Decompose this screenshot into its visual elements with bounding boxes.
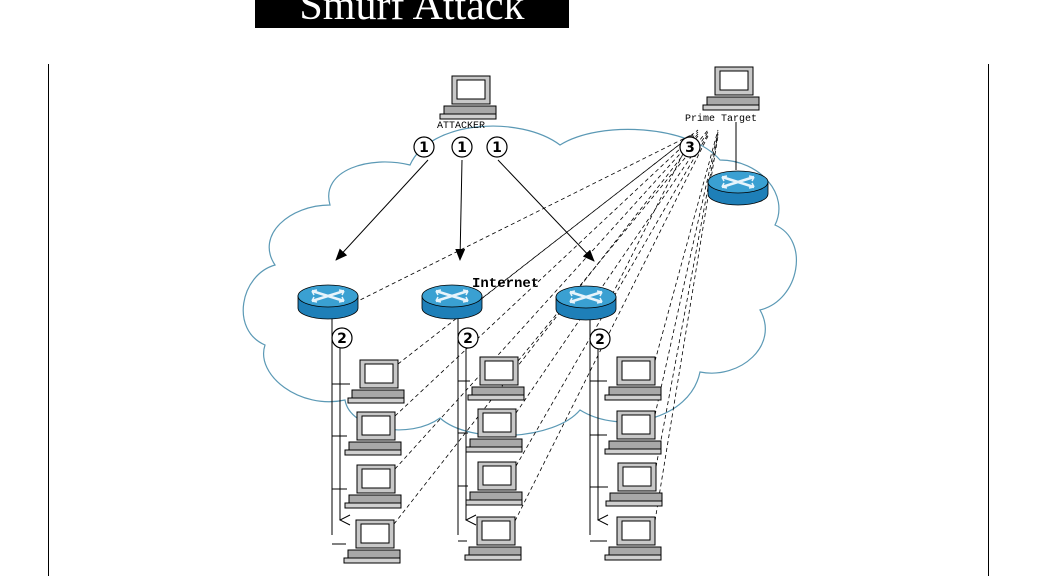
svg-text:2: 2 — [595, 332, 605, 348]
step-2-badge-2: 2 — [457, 327, 479, 349]
victim-computer-icon-2-1 — [467, 356, 525, 401]
step-2-badge-1: 2 — [331, 327, 353, 349]
network-router-icon-1 — [297, 284, 359, 320]
svg-text:1: 1 — [492, 140, 502, 156]
svg-text:1: 1 — [419, 140, 429, 156]
svg-text:2: 2 — [463, 331, 473, 347]
network-router-icon-3 — [555, 285, 617, 321]
victim-computer-icon-3-1 — [604, 356, 662, 401]
svg-text:1: 1 — [457, 140, 467, 156]
victim-computer-icon-2-2 — [465, 408, 523, 453]
victim-computer-icon-3-2 — [604, 410, 662, 455]
svg-text:2: 2 — [337, 331, 347, 347]
frame-border-left — [48, 64, 49, 576]
step-1-badge-2: 1 — [451, 136, 473, 158]
broadcast-bus-lines — [331, 122, 737, 545]
target-router-icon — [707, 170, 769, 206]
step-badges: 2 2 2 1 1 1 3 — [331, 136, 701, 350]
victim-computer-icon-1-3 — [344, 464, 402, 509]
reply-traffic-lines — [347, 129, 719, 525]
svg-text:3: 3 — [685, 140, 695, 156]
internet-cloud — [242, 125, 797, 437]
target-computer-icon — [702, 66, 760, 111]
network-router-icon-2 — [421, 284, 483, 320]
victim-computer-icon-1-2 — [344, 411, 402, 456]
attack-arrows — [335, 159, 595, 262]
target-label: Prime Target — [685, 113, 757, 125]
step-3-badge: 3 — [679, 136, 701, 158]
victim-computer-icon-3-3 — [605, 462, 663, 507]
step-2-badge-3: 2 — [589, 328, 611, 350]
victim-computer-icon-2-3 — [465, 461, 523, 506]
victim-computer-icon-3-4 — [604, 516, 662, 561]
computers — [343, 66, 760, 564]
victim-computer-icon-2-4 — [464, 516, 522, 561]
attacker-computer-icon — [439, 75, 497, 120]
attacker-label: ATTACKER — [437, 121, 485, 132]
page-title: Smurf Attack — [255, 0, 569, 28]
victim-computer-icon-1-4 — [343, 519, 401, 564]
frame-border-right — [988, 64, 989, 576]
internet-label: Internet — [472, 276, 539, 292]
step-1-badge-3: 1 — [486, 136, 508, 158]
step-1-badge-1: 1 — [413, 136, 435, 158]
victim-computer-icon-1-1 — [347, 359, 405, 404]
routers — [297, 170, 769, 321]
